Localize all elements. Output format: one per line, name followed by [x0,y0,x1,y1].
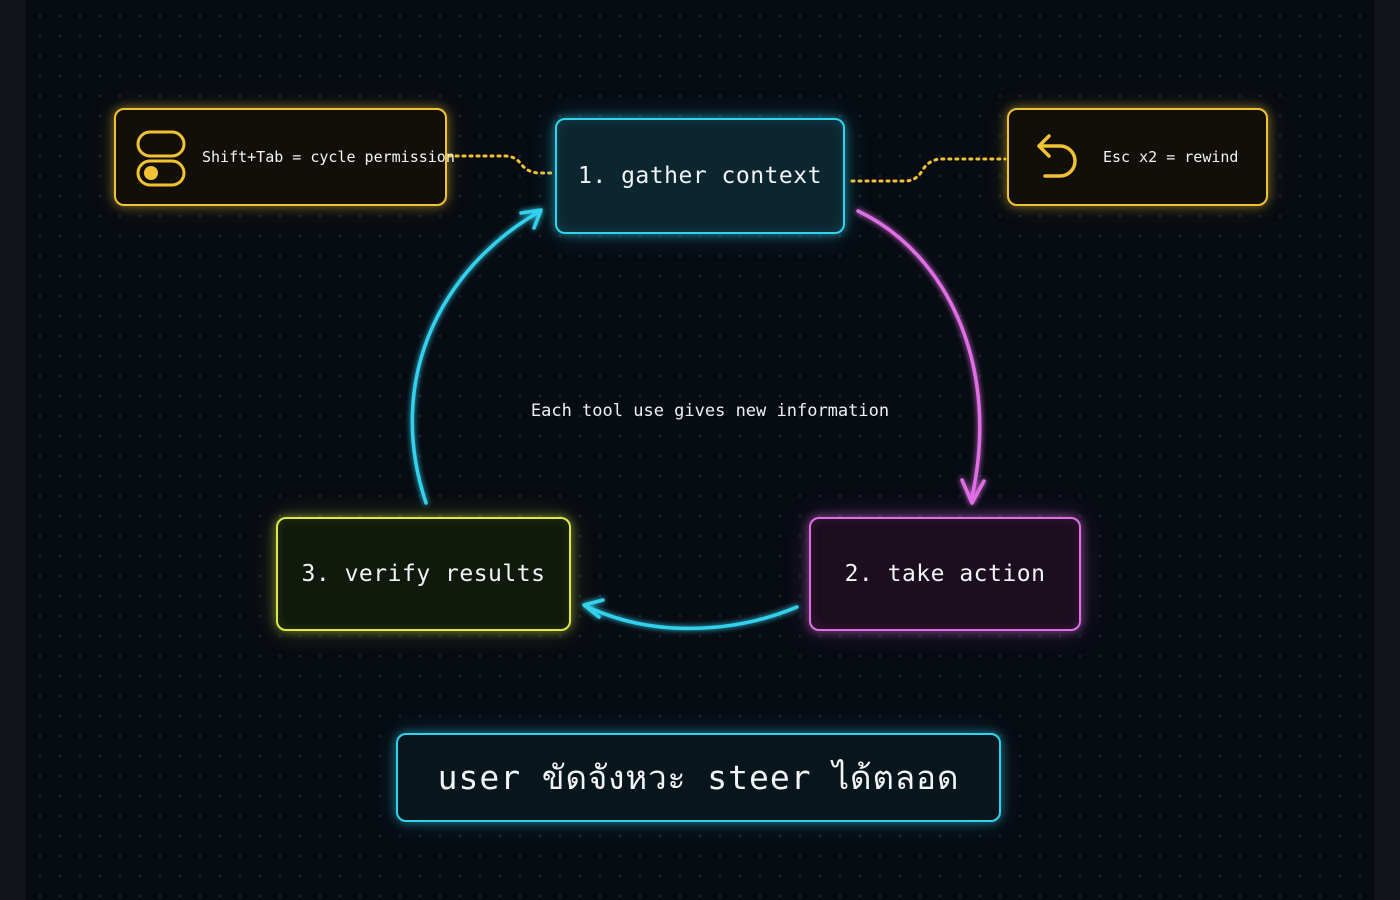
shift-tab-connector [447,154,554,175]
undo-icon [1037,134,1077,178]
esc-connector [850,157,1007,183]
arrow-gather-to-action [856,209,982,499]
shortcut-label: Shift+Tab = cycle permission [202,148,455,166]
banner-text: user ขัดจังหวะ steer ได้ตลอด [437,758,960,797]
cycle-caption: Each tool use gives new information [530,401,890,421]
step-label: 1. gather context [578,163,822,189]
arrow-action-to-verify [586,605,799,631]
esc-shortcut-card: Esc x2 = rewind [1007,108,1268,206]
arrow-verify-to-gather-head [519,208,543,230]
toggle-icon [136,130,186,187]
steer-banner: user ขัดจังหวะ steer ได้ตลอด [396,733,1001,822]
step-take-action: 2. take action [809,517,1081,631]
shift-tab-shortcut-card: Shift+Tab = cycle permission [114,108,455,206]
shortcut-label: Esc x2 = rewind [1103,148,1239,166]
step-verify-results: 3. verify results [276,517,571,631]
arrow-action-to-verify-head [582,598,605,619]
arrow-verify-to-gather [410,211,539,505]
step-label: 2. take action [844,561,1046,587]
step-label: 3. verify results [301,561,546,587]
arrow-gather-to-action-head [960,478,986,505]
step-gather-context: 1. gather context [555,118,845,234]
